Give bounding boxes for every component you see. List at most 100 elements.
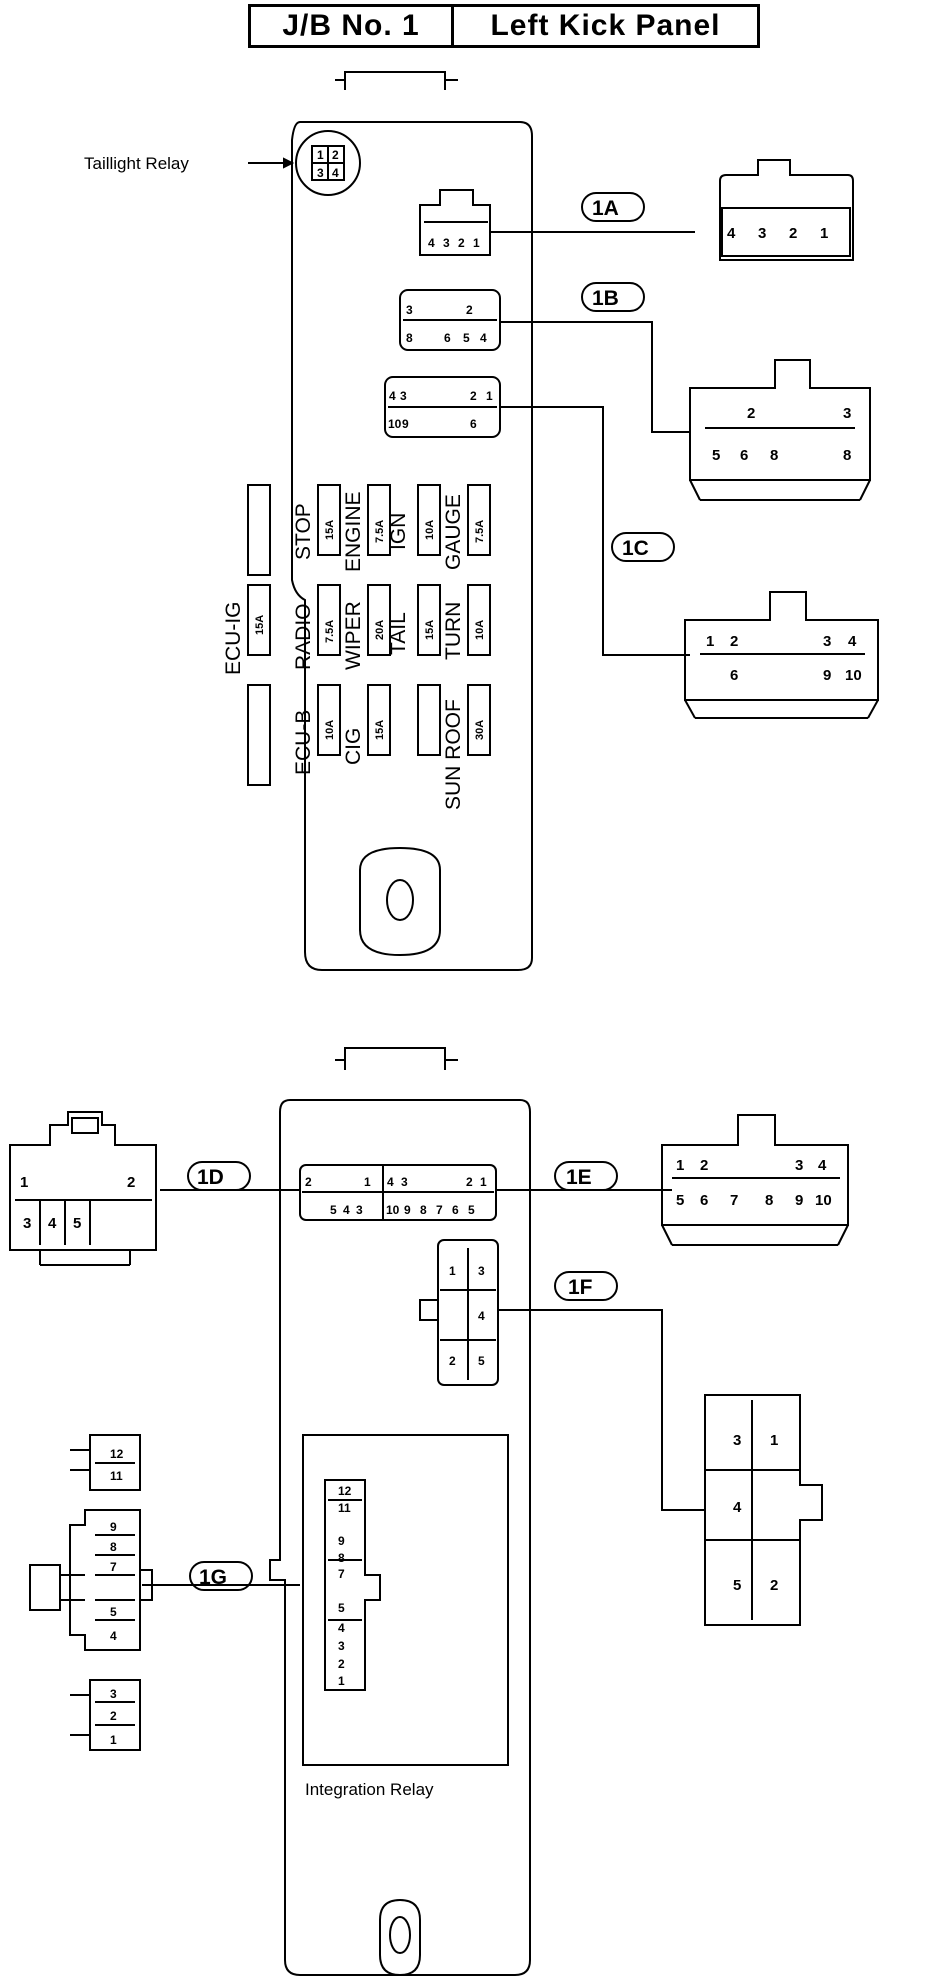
pin-label: 2: [338, 1657, 345, 1671]
connector-1f: 1 3 4 2 5 1F 3 1 4 5 2: [419, 1239, 823, 1626]
tag-1f: 1F: [568, 1276, 593, 1299]
pin-label: 11: [338, 1501, 351, 1515]
pin-label: 15A: [424, 620, 436, 640]
pin-label: 3: [795, 1157, 803, 1174]
title-box: J/B No. 1 Left Kick Panel: [248, 4, 760, 48]
pin-label: 1: [480, 1175, 487, 1189]
pin-label: 1: [473, 236, 480, 250]
pin-label: 5: [712, 447, 720, 464]
pin-label: 20A: [374, 620, 386, 640]
relay-pin: 2: [332, 148, 339, 162]
fuse-radio: 7.5A RADIO: [292, 584, 341, 670]
pin-label: 7: [436, 1203, 443, 1217]
pin-label: 6: [444, 331, 451, 345]
pin-label: 4: [428, 236, 435, 250]
pin-label: CIG: [342, 728, 365, 765]
tag-1e: 1E: [566, 1166, 592, 1189]
pin-label: GAUGE: [442, 494, 465, 570]
pin-label: 8: [843, 447, 851, 464]
pin-label: 9: [404, 1203, 411, 1217]
pin-label: 3: [478, 1264, 485, 1278]
relay-pin: 1: [317, 148, 324, 162]
pin-label: 2: [110, 1709, 117, 1723]
pin-label: 5: [330, 1203, 337, 1217]
pin-label: 7: [338, 1567, 345, 1581]
fuse-tail: 15A TAIL: [387, 584, 441, 656]
pin-label: IGN: [387, 513, 410, 550]
pin-label: 3: [443, 236, 450, 250]
pin-label: 2: [466, 303, 473, 317]
pin-label: 8: [420, 1203, 427, 1217]
pin-label: 2: [458, 236, 465, 250]
fuse-sun-roof: 30A SUN ROOF: [417, 684, 491, 810]
pin-label: 4: [478, 1309, 485, 1323]
pin-label: 2: [770, 1577, 778, 1594]
pin-label: 10A: [424, 520, 436, 540]
pin-label: 1: [486, 389, 493, 403]
fuse-panel: 15A STOP 7.5A ENGINE 10A IGN 7.5A GAUGE …: [222, 484, 491, 810]
pin-label: 30A: [474, 720, 486, 740]
fuse-ign: 10A IGN: [387, 484, 441, 556]
taillight-relay-label: Taillight Relay: [84, 154, 189, 173]
pin-label: 9: [338, 1534, 345, 1548]
pin-label: 9: [110, 1520, 117, 1534]
pin-label: STOP: [292, 503, 315, 560]
pin-label: 4: [733, 1499, 742, 1516]
pin-label: 2: [700, 1157, 708, 1174]
pin-label: 8: [338, 1551, 345, 1565]
pin-label: 4: [343, 1203, 350, 1217]
pin-label: 10A: [324, 720, 336, 740]
tag-1c: 1C: [622, 537, 649, 560]
pin-label: 1: [364, 1175, 371, 1189]
connector-1g: 12 11 9 8 7 5 4 3 2 1 1G 12 11 9 8 7 5 4…: [29, 1434, 381, 1751]
pin-label: 3: [843, 405, 851, 422]
pin-label: 1: [676, 1157, 684, 1174]
pin-label: 7: [110, 1560, 117, 1574]
pin-label: 4: [387, 1175, 394, 1189]
pin-label: 15A: [254, 615, 266, 635]
pin-label: 2: [305, 1175, 312, 1189]
fuse-ecu-b: 10A ECU-B: [292, 684, 341, 775]
pin-label: 4: [848, 633, 857, 650]
connector-1b: 3 2 8 6 5 4 1B 2 3 5 6 8 8: [399, 282, 871, 501]
pin-label: 8: [765, 1192, 773, 1209]
fuse-engine: 7.5A ENGINE: [342, 484, 391, 572]
fuse-stop: 15A STOP: [292, 484, 341, 560]
connector-1d-detail: 1 2 3 4 5: [9, 1111, 157, 1266]
pin-label: 3: [401, 1175, 408, 1189]
pin-label: 7.5A: [474, 520, 486, 543]
title-jb-number: J/B No. 1: [251, 7, 454, 45]
pin-label: 5: [463, 331, 470, 345]
tag-1a: 1A: [592, 197, 619, 220]
pin-label: 6: [730, 667, 738, 684]
tag-1d: 1D: [197, 1166, 224, 1189]
lower-junction-block: Integration Relay: [269, 1047, 531, 1977]
pin-label: 10: [815, 1192, 832, 1209]
relay-pin: 4: [332, 166, 339, 180]
pin-label: 8: [770, 447, 778, 464]
pin-label: 4: [338, 1621, 345, 1635]
pin-label: SUN ROOF: [442, 699, 465, 810]
pin-label: 5: [338, 1601, 345, 1615]
pin-label: 1: [338, 1674, 345, 1688]
pin-label: 6: [452, 1203, 459, 1217]
pin-label: 6: [740, 447, 748, 464]
pin-label: 3: [823, 633, 831, 650]
pin-label: RADIO: [292, 603, 315, 670]
pin-label: 3: [110, 1687, 117, 1701]
pin-label: 3: [406, 303, 413, 317]
pin-label: 15A: [374, 720, 386, 740]
pin-label: 10: [388, 417, 402, 431]
pin-label: 3: [758, 225, 766, 242]
taillight-relay: 1 2 3 4 Taillight Relay: [84, 130, 361, 196]
pin-label: 5: [733, 1577, 741, 1594]
connector-1d-1e: 2 1 5 4 3 4 3 2 1 10 9 8 7 6 5 1D 1E: [160, 1161, 672, 1221]
pin-label: 1: [110, 1733, 117, 1747]
pin-label: 3: [400, 389, 407, 403]
pin-label: 2: [470, 389, 477, 403]
pin-label: 4: [818, 1157, 827, 1174]
pin-label: 10: [845, 667, 862, 684]
pin-label: 4: [110, 1629, 117, 1643]
pin-label: 2: [789, 225, 797, 242]
